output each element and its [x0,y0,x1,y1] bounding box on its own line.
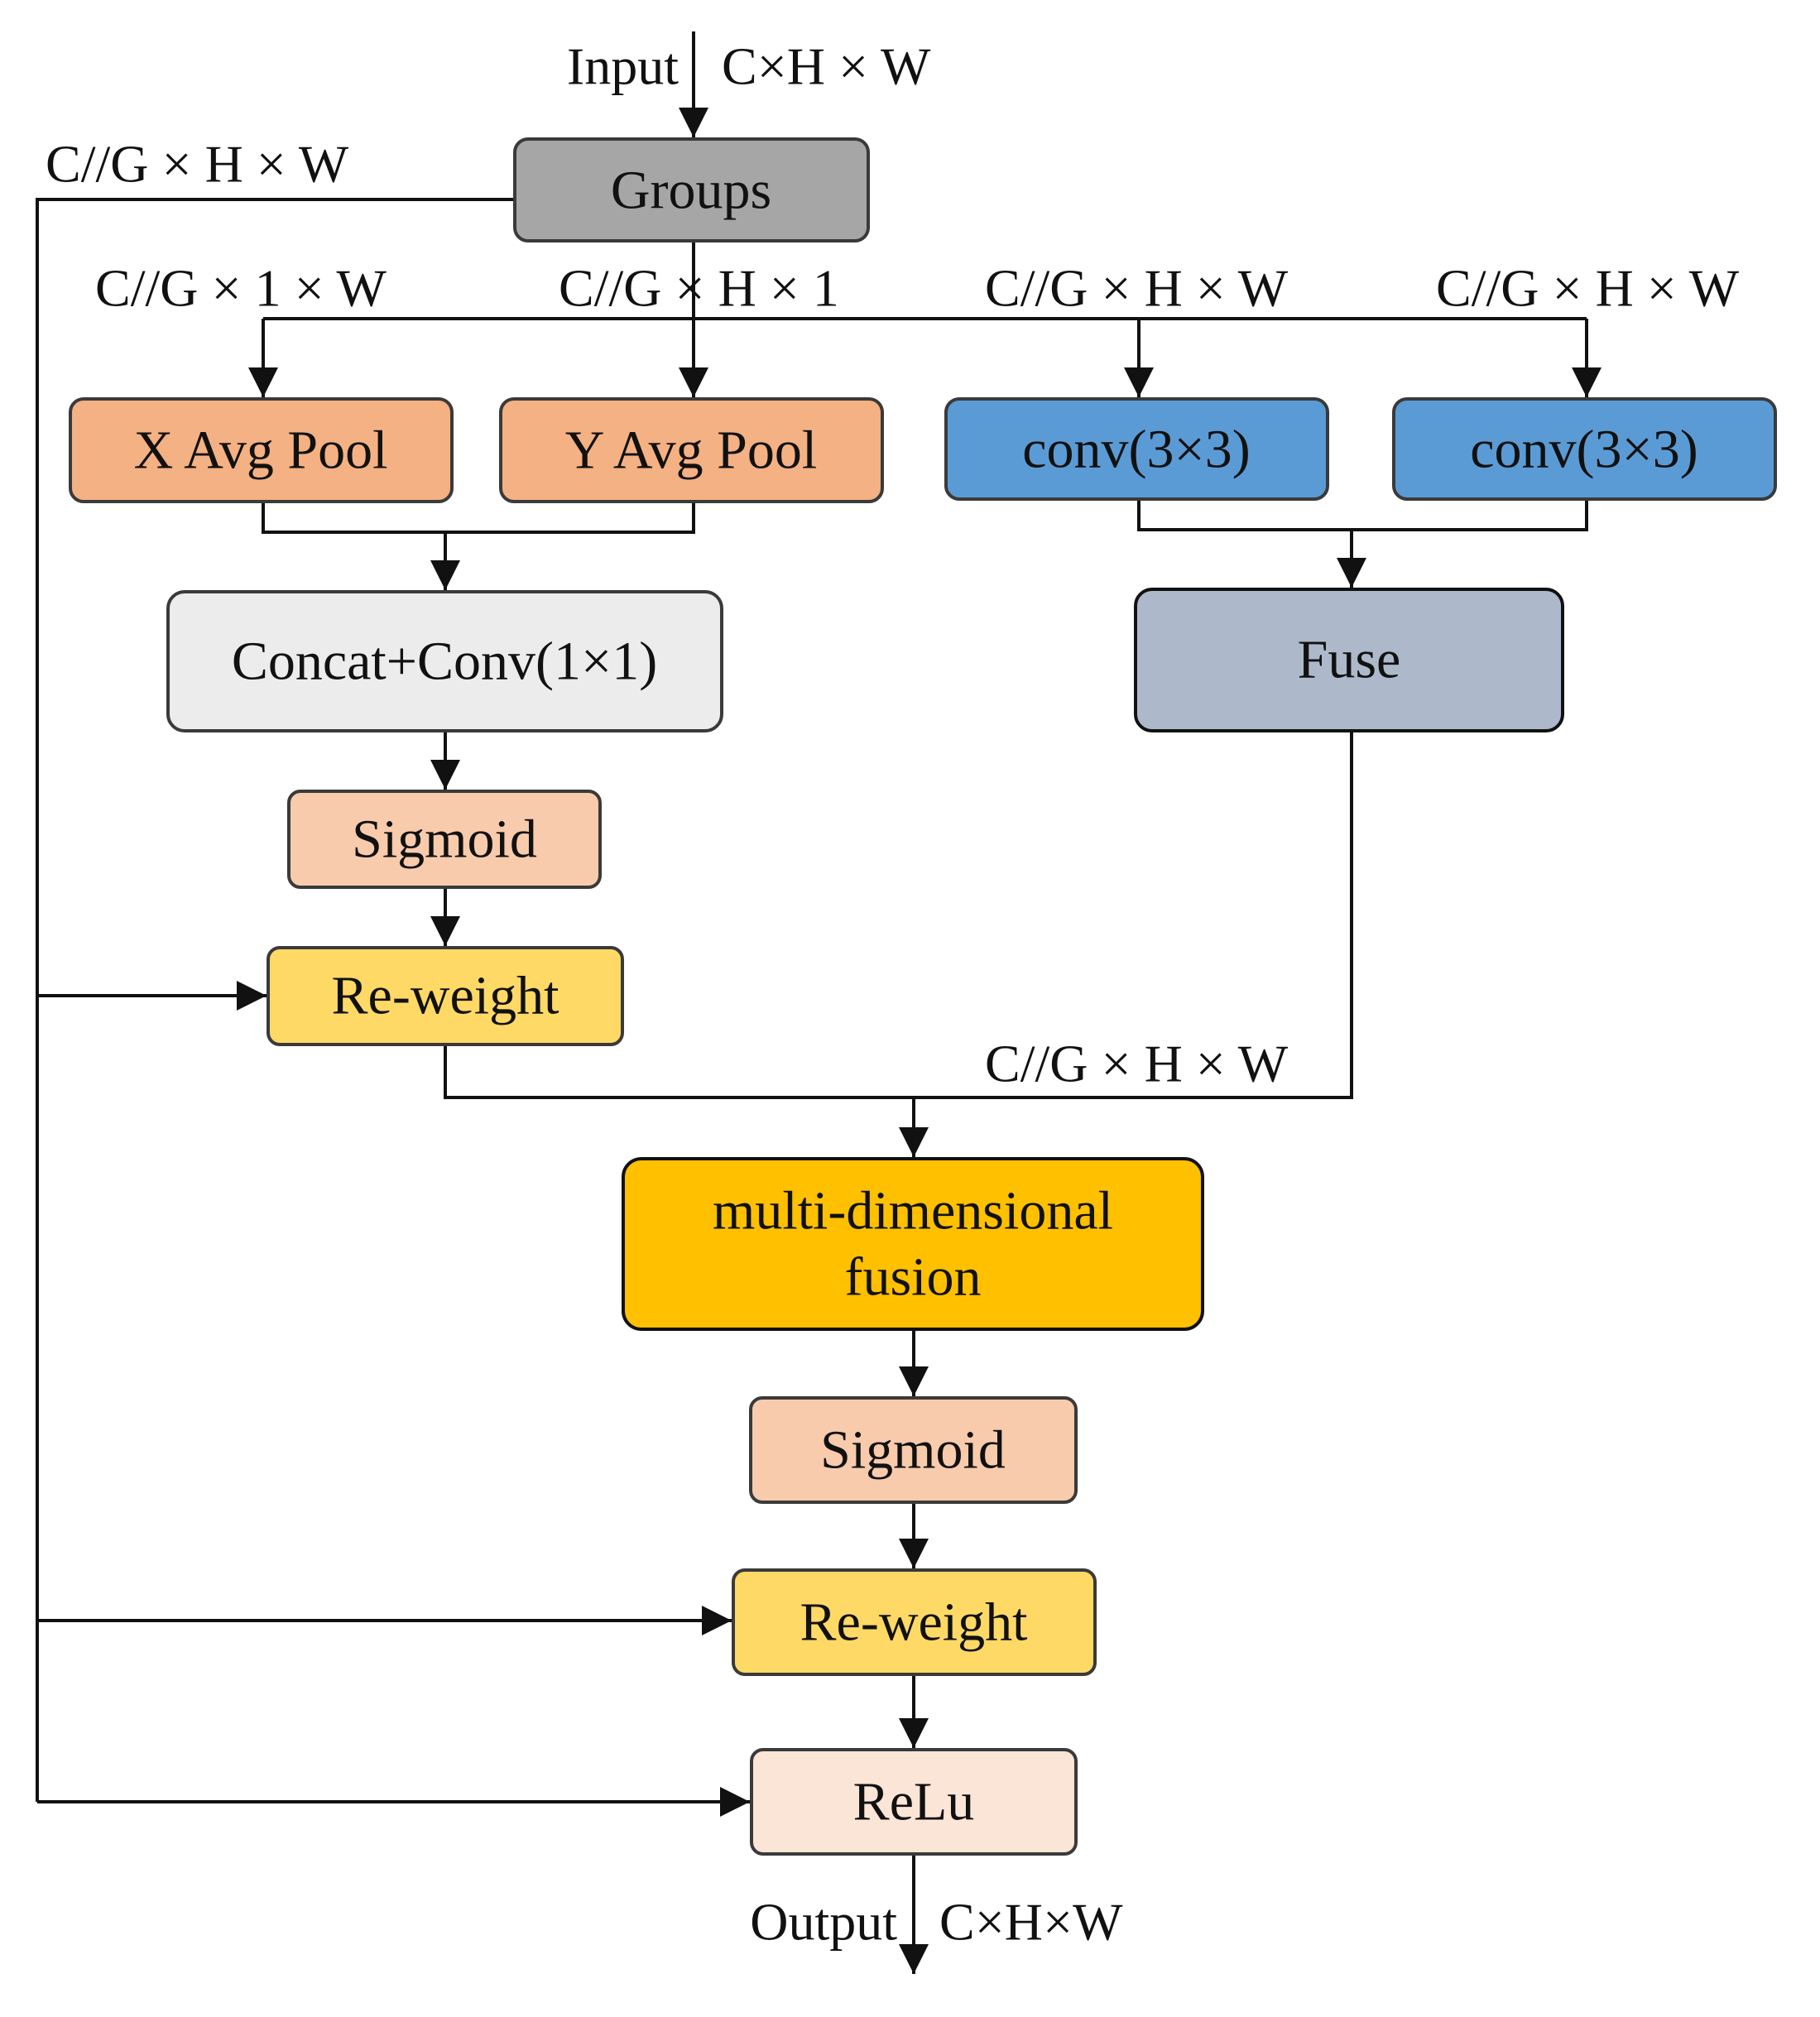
edges [36,31,1602,1974]
md-fusion-node: multi-dimensional fusion [622,1157,1204,1331]
y-branch-shape-label: C//G × H × 1 [559,259,839,318]
reweight-1-label: Re-weight [332,966,559,1026]
relu-node: ReLu [750,1748,1078,1856]
annotations: Input C×H × W C//G × H × W C//G × 1 × W … [46,37,1740,1952]
x-avg-pool-node: X Avg Pool [69,397,454,503]
reweight-2-label: Re-weight [800,1592,1028,1653]
output-label: Output [750,1893,897,1952]
reweight-1-node: Re-weight [267,946,624,1046]
conv-a-label: conv(3×3) [1022,420,1250,480]
y-avg-pool-label: Y Avg Pool [565,420,817,481]
concat-conv-label: Concat+Conv(1×1) [232,632,657,692]
input-label: Input [567,37,679,96]
fuse-node: Fuse [1134,588,1564,732]
md-fusion-label-line-1: multi-dimensional [713,1181,1113,1241]
groups-node: Groups [513,137,870,243]
pools-merge-line [262,502,695,534]
fuse-to-fusion-line [914,731,1353,1099]
groups-label: Groups [611,161,771,221]
reweight-1-box [267,946,624,1046]
y-avg-pool-node: Y Avg Pool [499,397,884,503]
conv-a-node: conv(3×3) [944,397,1329,501]
sigmoid-1-label: Sigmoid [352,809,537,870]
conv-b-branch-shape-label: C//G × H × W [1436,259,1740,318]
relu-label: ReLu [853,1772,975,1832]
fuse-box [1134,588,1564,732]
sigmoid-1-node: Sigmoid [287,790,602,889]
reweight-to-fusion-line [444,1045,914,1099]
x-avg-pool-label: X Avg Pool [134,420,388,481]
conv-b-label: conv(3×3) [1470,420,1698,480]
conv-a-box [944,397,1329,501]
sigmoid-2-node: Sigmoid [749,1396,1078,1504]
groups-box [513,137,870,243]
reweight-2-box [732,1568,1097,1676]
conv-a-branch-shape-label: C//G × H × W [985,259,1289,318]
fuse-label: Fuse [1298,630,1401,690]
concat-conv-box [166,590,723,732]
x-branch-shape-label: C//G × 1 × W [95,259,387,318]
fuse-output-shape-label: C//G × H × W [985,1035,1289,1093]
input-shape-label: C×H × W [722,37,931,96]
y-avg-pool-box [499,397,884,503]
sigmoid-1-box [287,790,602,889]
conv-b-node: conv(3×3) [1392,397,1777,501]
groups-skip-line [36,198,515,1802]
x-avg-pool-box [69,397,454,503]
md-fusion-box [622,1157,1204,1331]
reweight-2-node: Re-weight [732,1568,1097,1676]
relu-box [750,1748,1078,1856]
output-shape-label: C×H×W [939,1893,1123,1952]
sigmoid-2-box [749,1396,1078,1504]
sigmoid-2-label: Sigmoid [820,1420,1006,1481]
groups-skip-shape-label: C//G × H × W [46,135,349,194]
conv-b-box [1392,397,1777,501]
concat-conv-node: Concat+Conv(1×1) [166,590,723,732]
convs-merge-line [1137,499,1588,531]
md-fusion-label-line-2: fusion [845,1247,982,1308]
